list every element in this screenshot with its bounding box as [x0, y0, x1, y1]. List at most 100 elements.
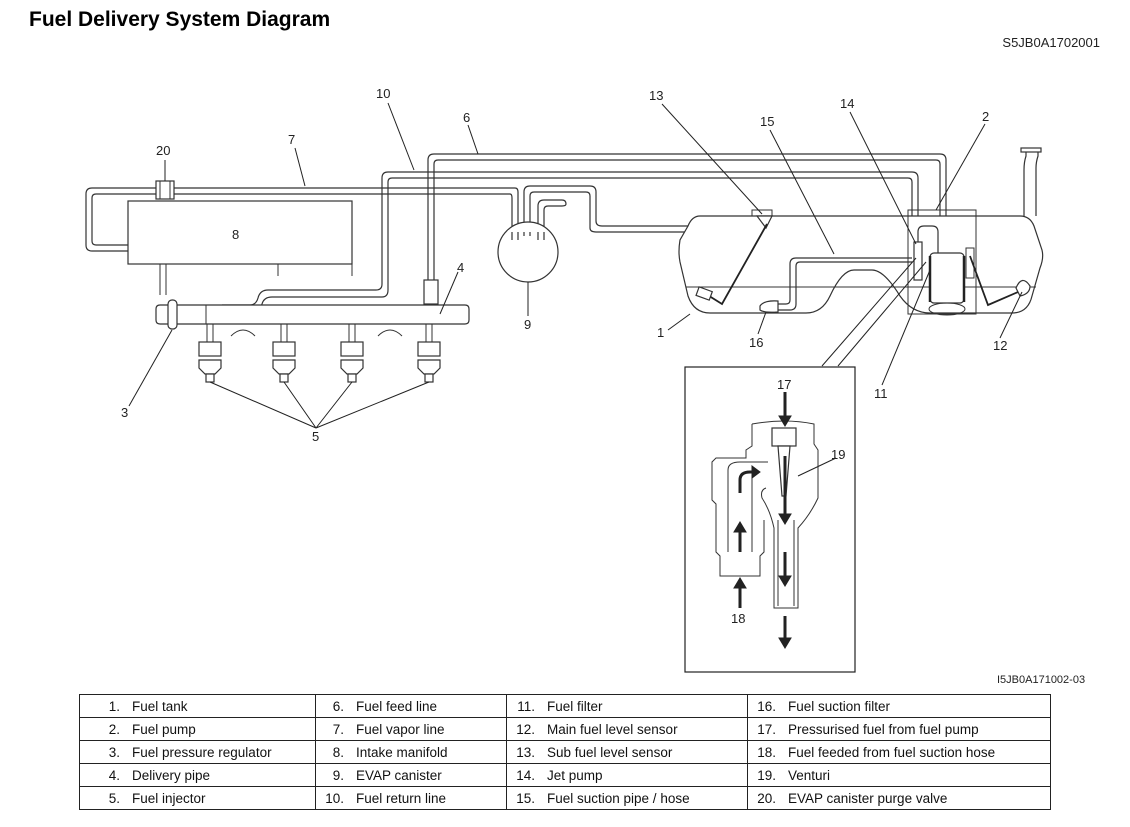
legend-number: 10.: [325, 790, 344, 806]
fuel-filter-top: [423, 279, 439, 305]
legend-cell: 19. Venturi: [747, 763, 1051, 787]
legend-cell: 1.Fuel tank: [79, 694, 316, 718]
callout-15: 15: [760, 114, 774, 129]
evap-canister: [497, 221, 559, 283]
legend-label: Fuel return line: [356, 790, 447, 806]
legend-label: Jet pump: [547, 767, 603, 783]
legend-table: 1.Fuel tank 6. Fuel feed line 11. Fuel filte…: [79, 694, 1051, 810]
fuel-injectors: [198, 323, 441, 383]
fuel-vapor-line: [85, 185, 690, 252]
legend-cell: 5. Fuel injector: [79, 786, 316, 810]
legend-label: Fuel suction filter: [788, 698, 891, 714]
callout-14: 14: [840, 96, 854, 111]
figure-code-top: S5JB0A1702001: [1002, 35, 1100, 50]
callout-7: 7: [288, 132, 295, 147]
legend-label: Venturi: [788, 767, 831, 783]
leader-lines: [128, 102, 1023, 477]
legend-number: 17.: [757, 721, 776, 737]
legend-row: 1.Fuel tank 6. Fuel feed line 11. Fuel filte…: [79, 694, 1051, 718]
callout-8: 8: [232, 227, 239, 242]
legend-number: 4.: [108, 767, 120, 783]
legend-number: 14.: [516, 767, 535, 783]
legend-label: EVAP canister: [356, 767, 442, 783]
legend-cell: 12. Main fuel level sensor: [506, 717, 748, 741]
callout-1: 1: [657, 325, 664, 340]
fuel-pump: [929, 252, 965, 304]
fuel-feed-line: [427, 153, 947, 280]
legend-label: Fuel injector: [132, 790, 206, 806]
legend-number: 8.: [332, 744, 344, 760]
legend-cell: 8.Intake manifold: [315, 740, 507, 764]
legend-number: 12.: [516, 721, 535, 737]
legend-label: Fuel feed line: [356, 698, 438, 714]
legend-label: Fuel feeded from fuel suction hose: [788, 744, 996, 760]
legend-cell: 2.Fuel pump: [79, 717, 316, 741]
legend-cell: 16. Fuel suction filter: [747, 694, 1051, 718]
legend-number: 19.: [757, 767, 776, 783]
callout-11: 11: [874, 386, 888, 401]
legend-number: 2.: [108, 721, 120, 737]
callout-17: 17: [777, 377, 791, 392]
flow-arrows: [733, 392, 792, 649]
legend-number: 11.: [517, 698, 535, 714]
callout-19: 19: [831, 447, 845, 462]
callout-labels: 20 7 10 6 8 4 3 5 9 13 15 14 2 1 16 11 1…: [121, 86, 1007, 626]
figure-code-bottom: I5JB0A171002-03: [997, 674, 1086, 686]
legend-number: 3.: [108, 744, 120, 760]
fuel-suction-filter: [759, 300, 779, 313]
callout-9: 9: [524, 317, 531, 332]
legend-cell: 18. Fuel feeded from fuel suction hose: [747, 740, 1051, 764]
legend-label: Delivery pipe: [132, 767, 211, 783]
legend-number: 1.: [108, 698, 120, 714]
jet-pump-cross-section: [711, 420, 819, 609]
callout-18: 18: [731, 611, 745, 626]
callout-4: 4: [457, 260, 464, 275]
legend-label: Main fuel level sensor: [547, 721, 678, 737]
legend-number: 13.: [516, 744, 535, 760]
legend-label: Fuel pressure regulator: [132, 744, 272, 760]
legend-label: Fuel suction pipe / hose: [547, 790, 690, 806]
legend-label: Fuel filter: [547, 698, 603, 714]
legend-label: Sub fuel level sensor: [547, 744, 673, 760]
legend-number: 20.: [757, 790, 776, 806]
callout-3: 3: [121, 405, 128, 420]
legend-number: 9.: [332, 767, 344, 783]
legend-cell: 6. Fuel feed line: [315, 694, 507, 718]
legend-cell: 11. Fuel filter: [506, 694, 748, 718]
legend-label: EVAP canister purge valve: [788, 790, 948, 806]
jet-pump-detail-inset: [684, 366, 856, 673]
legend-number: 7.: [332, 721, 344, 737]
fuel-tank: [678, 215, 1044, 314]
page-title: Fuel Delivery System Diagram: [29, 8, 331, 31]
legend-number: 6.: [332, 698, 344, 714]
evap-canister-purge-valve: [155, 180, 175, 200]
callout-2: 2: [982, 109, 989, 124]
legend-number: 15.: [516, 790, 535, 806]
legend-number: 16.: [757, 698, 776, 714]
legend-cell: 4. Delivery pipe: [79, 763, 316, 787]
legend-row: 4. Delivery pipe 9. EVAP canister 14. Jet pum…: [79, 763, 1051, 787]
legend-cell: 14. Jet pump: [506, 763, 748, 787]
legend-row: 5. Fuel injector 10. Fuel return line 15. Fue…: [79, 786, 1051, 810]
legend-row: 3. Fuel pressure regulator 8.Intake manifo…: [79, 740, 1051, 764]
legend-label: Pressurised fuel from fuel pump: [788, 721, 979, 737]
legend-cell: 20. EVAP canister purge valve: [747, 786, 1051, 810]
legend-row: 2.Fuel pump 7. Fuel vapor line 12. Main fuel…: [79, 717, 1051, 741]
legend-cell: 3. Fuel pressure regulator: [79, 740, 316, 764]
callout-5: 5: [312, 429, 319, 444]
legend-cell: 7. Fuel vapor line: [315, 717, 507, 741]
legend-number: 5.: [108, 790, 120, 806]
legend-label: Fuel vapor line: [356, 721, 445, 737]
intake-manifold: [127, 200, 353, 265]
legend-cell: 15. Fuel suction pipe / hose: [506, 786, 748, 810]
callout-10: 10: [376, 86, 390, 101]
legend-number: 18.: [757, 744, 776, 760]
fuel-system-diagram: 20 7 10 6 8 4 3 5 9 13 15 14 2 1 16 11 1…: [85, 86, 1044, 673]
callout-12: 12: [993, 338, 1007, 353]
callout-13: 13: [649, 88, 663, 103]
legend-cell: 10. Fuel return line: [315, 786, 507, 810]
legend-cell: 9. EVAP canister: [315, 763, 507, 787]
legend-cell: 17. Pressurised fuel from fuel pump: [747, 717, 1051, 741]
callout-6: 6: [463, 110, 470, 125]
callout-20: 20: [156, 143, 170, 158]
